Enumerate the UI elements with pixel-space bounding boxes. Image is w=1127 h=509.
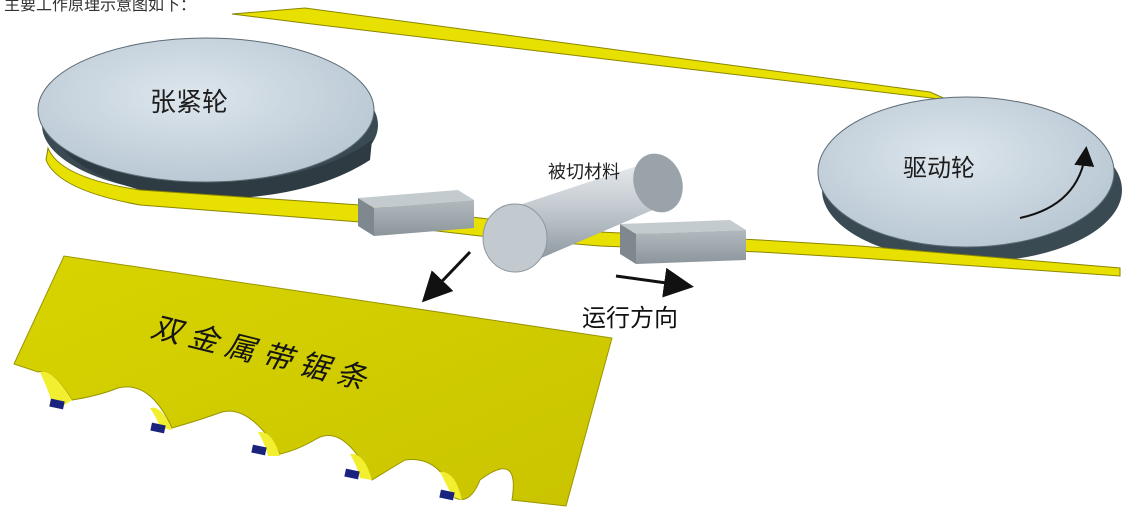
band-top bbox=[231, 7, 949, 101]
bimetal-blade bbox=[13, 255, 613, 507]
caption-text: 主要工作原理示意图如下： bbox=[4, 0, 197, 14]
tooth-tip bbox=[344, 468, 360, 480]
feed-arrow-icon bbox=[421, 250, 472, 303]
direction-arrow-icon bbox=[615, 267, 694, 298]
tension-wheel-label: 张紧轮 bbox=[150, 88, 229, 118]
guide-block-right bbox=[620, 220, 746, 264]
tooth-tip bbox=[150, 422, 166, 434]
drive-wheel bbox=[817, 96, 1122, 262]
rotation-arrow-icon bbox=[1019, 146, 1095, 219]
workpiece-cylinder bbox=[482, 153, 683, 273]
tooth-tip bbox=[49, 398, 65, 410]
guide-block-left bbox=[358, 190, 474, 236]
band-bottom bbox=[45, 146, 1121, 277]
direction-label: 运行方向 bbox=[582, 304, 678, 332]
drive-wheel-label: 驱动轮 bbox=[903, 154, 975, 182]
tooth-tip bbox=[439, 489, 455, 501]
tooth-tip bbox=[251, 444, 267, 456]
workpiece-label: 被切材料 bbox=[548, 162, 620, 183]
tension-wheel bbox=[37, 37, 378, 199]
